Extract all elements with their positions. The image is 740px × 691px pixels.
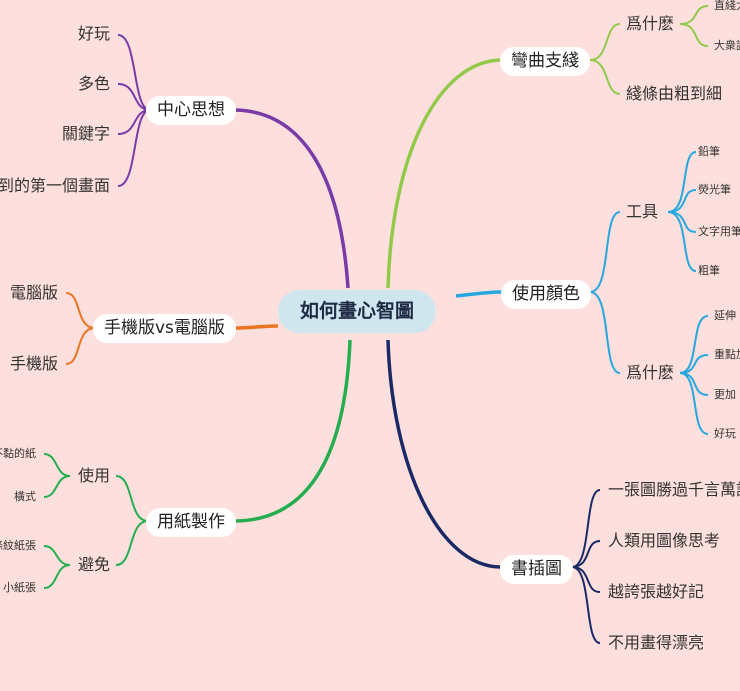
sub-yanse-why[interactable]: 爲什麽 [626,363,675,382]
center-topic[interactable]: 如何畫心智圖 [278,290,437,333]
sub-yanse-tools[interactable]: 工具 [626,202,659,221]
leaf-zhongxin-0[interactable]: 好玩 [77,24,110,43]
leaf-chatu-1[interactable]: 人類用圖像思考 [608,531,721,550]
sub-wanqu-why[interactable]: 爲什麽 [626,14,675,33]
branch-yongzhi[interactable]: 用紙製作 [146,508,236,537]
branch-lines-yanse-children [589,151,709,435]
leaf-chatu-3[interactable]: 不用畫得漂亮 [608,633,705,652]
leaf-yanse-tools-0[interactable]: 鉛筆 [698,145,720,158]
leaf-shouji-1[interactable]: 手機版 [9,354,58,373]
branch-line-yanse [455,290,503,298]
leaf-wanqu-thick[interactable]: 綫條由粗到細 [626,84,723,103]
leaf-yongzhi-use-1[interactable]: 橫式 [14,490,36,503]
leaf-shouji-0[interactable]: 電腦版 [9,283,58,302]
leaf-zhongxin-2[interactable]: 關鍵字 [61,124,110,143]
leaf-chatu-2[interactable]: 越誇張越好記 [608,582,705,601]
sub-yongzhi-use[interactable]: 使用 [78,466,111,485]
leaf-yongzhi-use-0[interactable]: 不黏的紙 [0,447,36,460]
branch-lines-chatu-children [571,489,601,644]
leaf-yanse-why-3[interactable]: 好玩 [714,427,736,440]
branch-lines-shouji-children [65,292,96,365]
leaf-yongzhi-avoid-1[interactable]: 小紙張 [3,581,36,594]
leaf-zhongxin-1[interactable]: 多色 [77,74,110,93]
leaf-yanse-tools-3[interactable]: 粗筆 [698,264,720,277]
leaf-yanse-tools-1[interactable]: 熒光筆 [698,183,731,196]
leaf-yanse-why-0[interactable]: 延伸 [714,309,736,322]
branch-yanse[interactable]: 使用顏色 [501,280,591,309]
branch-wanqu[interactable]: 彎曲支綫 [500,47,590,76]
branch-shouji[interactable]: 手機版vs電腦版 [93,314,236,343]
sub-yongzhi-avoid[interactable]: 避免 [78,555,111,574]
branch-lines-wanqu-children [589,5,709,95]
leaf-yanse-why-2[interactable]: 更加 [714,388,736,401]
leaf-zhongxin-3[interactable]: 想到的第一個畫面 [0,176,110,195]
leaf-wanqu-why-1[interactable]: 大衆讀 [714,39,740,52]
leaf-yanse-tools-2[interactable]: 文字用筆 [698,225,740,238]
branch-line-shouji [235,324,279,330]
leaf-yanse-why-1[interactable]: 重點加 [714,348,740,361]
branch-chatu[interactable]: 書插圖 [500,555,573,584]
branch-zhongxin[interactable]: 中心思想 [146,96,236,125]
branch-lines-yongzhi-children [43,453,149,589]
branch-line-yongzhi [235,339,352,523]
branch-line-zhongxin [235,108,350,289]
branch-line-chatu [386,339,501,569]
leaf-yongzhi-avoid-0[interactable]: 條紋紙張 [0,539,36,552]
leaf-wanqu-why-0[interactable]: 直綫太 [714,0,740,12]
branch-line-wanqu [386,58,501,289]
leaf-chatu-0[interactable]: 一張圖勝過千言萬語 [608,480,740,499]
